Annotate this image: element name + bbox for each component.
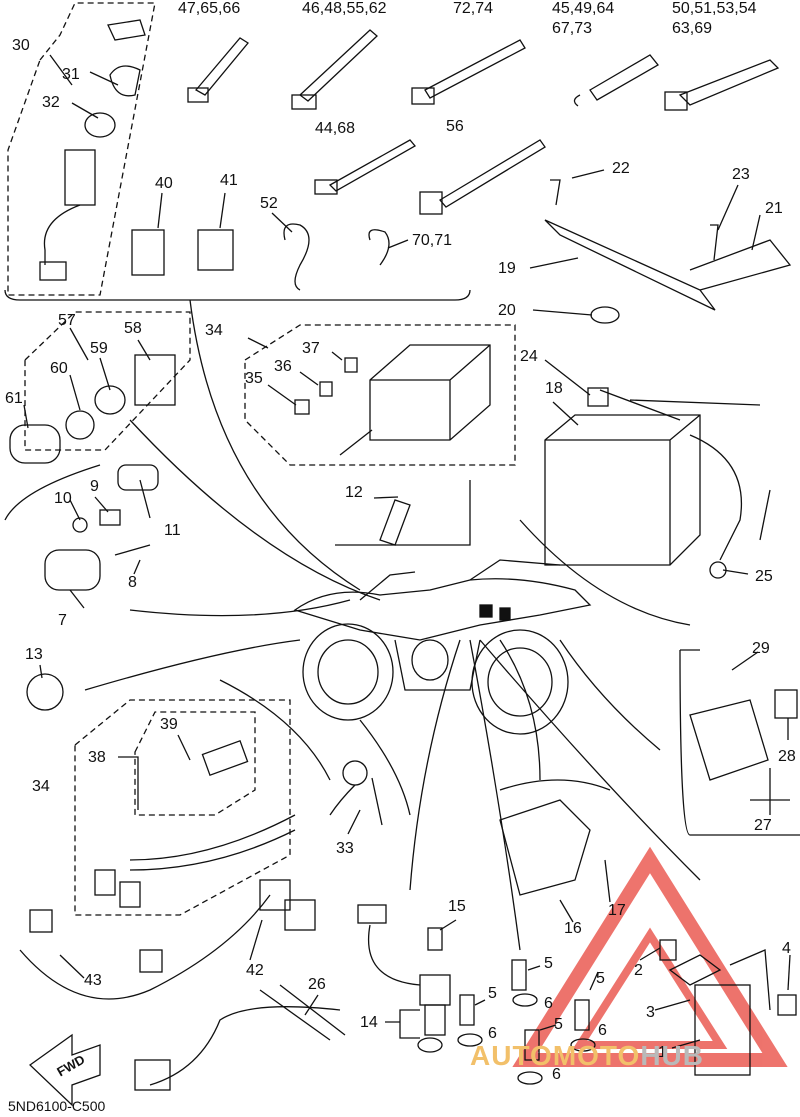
- watermark-part: HUB: [640, 1040, 704, 1071]
- callout-label: 30: [12, 37, 30, 54]
- callout-label: 28: [778, 748, 796, 765]
- atv-outline: [293, 559, 592, 735]
- callout-label: 67,73: [552, 20, 593, 37]
- watermark-part: MOTO: [552, 1040, 641, 1071]
- callout-label: 4: [782, 940, 791, 957]
- callout-label: 60: [50, 360, 68, 377]
- callout-label: 41: [220, 172, 238, 189]
- callout-label: 18: [545, 380, 563, 397]
- group-box-ignition: [7, 2, 156, 296]
- callout-label: 50,51,53,54: [672, 0, 757, 17]
- callout-label: 9: [90, 478, 99, 495]
- callout-label: 34: [205, 322, 223, 339]
- callout-leaders: [23, 54, 791, 1049]
- group-box-top-kit: [4, 289, 471, 301]
- callout-label: 70,71: [412, 232, 453, 249]
- callout-label: 56: [446, 118, 464, 135]
- callout-label: 32: [42, 94, 60, 111]
- callout-label: 24: [520, 348, 538, 365]
- callout-label: 47,65,66: [178, 0, 241, 17]
- callout-label: 61: [5, 390, 23, 407]
- callout-label: 6: [488, 1025, 497, 1042]
- callout-label: 38: [88, 749, 106, 766]
- callout-label: 5: [488, 985, 497, 1002]
- callout-label: 16: [564, 920, 582, 937]
- callout-label: 6: [598, 1022, 607, 1039]
- callout-label: 23: [732, 166, 750, 183]
- callout-label: 8: [128, 574, 137, 591]
- callout-label: 14: [360, 1014, 378, 1031]
- callout-label: 22: [612, 160, 630, 177]
- callout-label: 59: [90, 340, 108, 357]
- callout-label: 58: [124, 320, 142, 337]
- callout-label: 43: [84, 972, 102, 989]
- callout-label: 25: [755, 568, 773, 585]
- callout-label: 34: [32, 778, 50, 795]
- components: [4, 19, 798, 1107]
- diagram-code: 5ND6100-C500: [8, 1098, 106, 1114]
- watermark-logo: [512, 846, 788, 1067]
- group-box-fuse: [244, 324, 516, 466]
- watermark-text: AUTOMOTOHUB: [470, 1040, 704, 1072]
- callout-label: 15: [448, 898, 466, 915]
- callout-label: 21: [765, 200, 783, 217]
- callout-label: 1: [658, 1044, 667, 1061]
- callout-label: 6: [552, 1066, 561, 1083]
- group-box-harness-sub: [74, 699, 291, 916]
- callout-label: 10: [54, 490, 72, 507]
- group-box-outlet: [24, 311, 191, 451]
- callout-label: 17: [608, 902, 626, 919]
- callout-label: 7: [58, 612, 67, 629]
- callout-label: 29: [752, 640, 770, 657]
- callout-label: 2: [634, 962, 643, 979]
- callout-label: 57: [58, 312, 76, 329]
- callout-label: 27: [754, 817, 772, 834]
- callout-label: 63,69: [672, 20, 713, 37]
- callout-label: 40: [155, 175, 173, 192]
- callout-label: 44,68: [315, 120, 356, 137]
- callout-label: 19: [498, 260, 516, 277]
- callout-label: 37: [302, 340, 320, 357]
- callout-label: 36: [274, 358, 292, 375]
- callout-label: 5: [554, 1016, 563, 1033]
- callout-label: 3: [646, 1004, 655, 1021]
- callout-label: 12: [345, 484, 363, 501]
- watermark-part: AUTO: [470, 1040, 553, 1071]
- callout-label: 13: [25, 646, 43, 663]
- callout-label: 46,48,55,62: [302, 0, 387, 17]
- callout-label: 20: [498, 302, 516, 319]
- callout-label: 45,49,64: [552, 0, 615, 17]
- group-box-rectifier-leads: [134, 711, 256, 816]
- callout-label: 5: [596, 970, 605, 987]
- callout-label: 26: [308, 976, 326, 993]
- callout-label: 35: [245, 370, 263, 387]
- callout-label: 6: [544, 995, 553, 1012]
- callout-label: 39: [160, 716, 178, 733]
- callout-label: 31: [62, 66, 80, 83]
- callout-label: 11: [164, 522, 181, 539]
- callout-label: 42: [246, 962, 264, 979]
- callout-label: 52: [260, 195, 278, 212]
- callout-label: 5: [544, 955, 553, 972]
- wire-ties: [187, 29, 780, 215]
- callout-label: 72,74: [453, 0, 494, 17]
- callout-label: 33: [336, 840, 354, 857]
